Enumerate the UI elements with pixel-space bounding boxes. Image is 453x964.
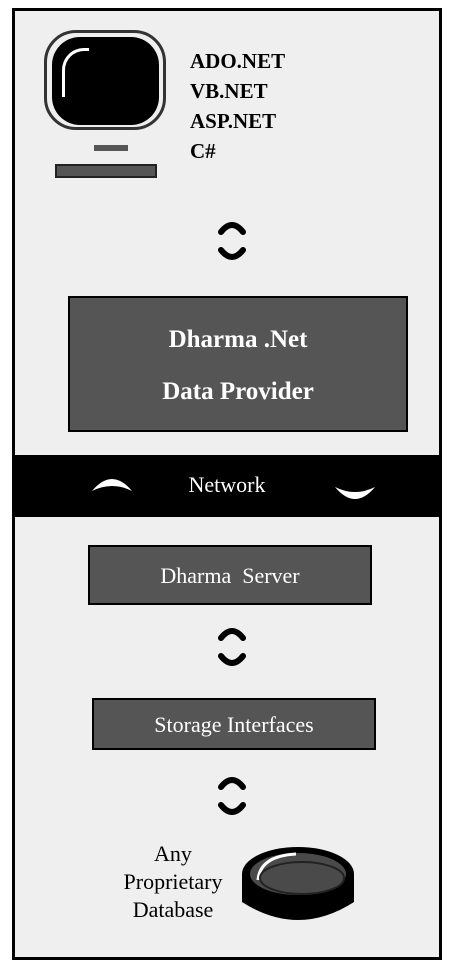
database-label-line: Database	[132, 897, 214, 922]
database-icon	[242, 847, 354, 920]
client-languages: ADO.NET VB.NET ASP.NET C#	[190, 46, 285, 166]
database-label-line: Proprietary	[123, 869, 223, 894]
bidirectional-arrow-icon	[218, 222, 246, 260]
language-item: C#	[190, 139, 216, 163]
dharma-server-box: Dharma Server	[88, 545, 372, 605]
language-item: VB.NET	[190, 79, 268, 103]
monitor-glare	[62, 48, 89, 97]
database-label-line: Any	[154, 841, 192, 866]
storage-label: Storage Interfaces	[154, 712, 314, 737]
bidirectional-arrow-icon	[218, 777, 246, 815]
provider-title: Dharma .Net	[168, 326, 308, 353]
database-label: Any Proprietary Database	[108, 840, 238, 924]
language-item: ADO.NET	[190, 49, 286, 73]
storage-interfaces-box: Storage Interfaces	[92, 698, 376, 750]
down-arrow-icon	[335, 487, 375, 499]
bidirectional-arrow-icon	[218, 628, 246, 666]
monitor-base	[55, 164, 157, 178]
up-arrow-icon	[92, 479, 132, 491]
provider-subtitle: Data Provider	[162, 378, 314, 405]
language-item: ASP.NET	[190, 109, 277, 133]
data-provider-box: Dharma .Net Data Provider	[68, 296, 408, 432]
server-label: Dharma Server	[160, 563, 300, 588]
network-bar: Network	[15, 455, 439, 517]
monitor-neck	[94, 145, 128, 151]
network-label: Network	[188, 472, 266, 497]
